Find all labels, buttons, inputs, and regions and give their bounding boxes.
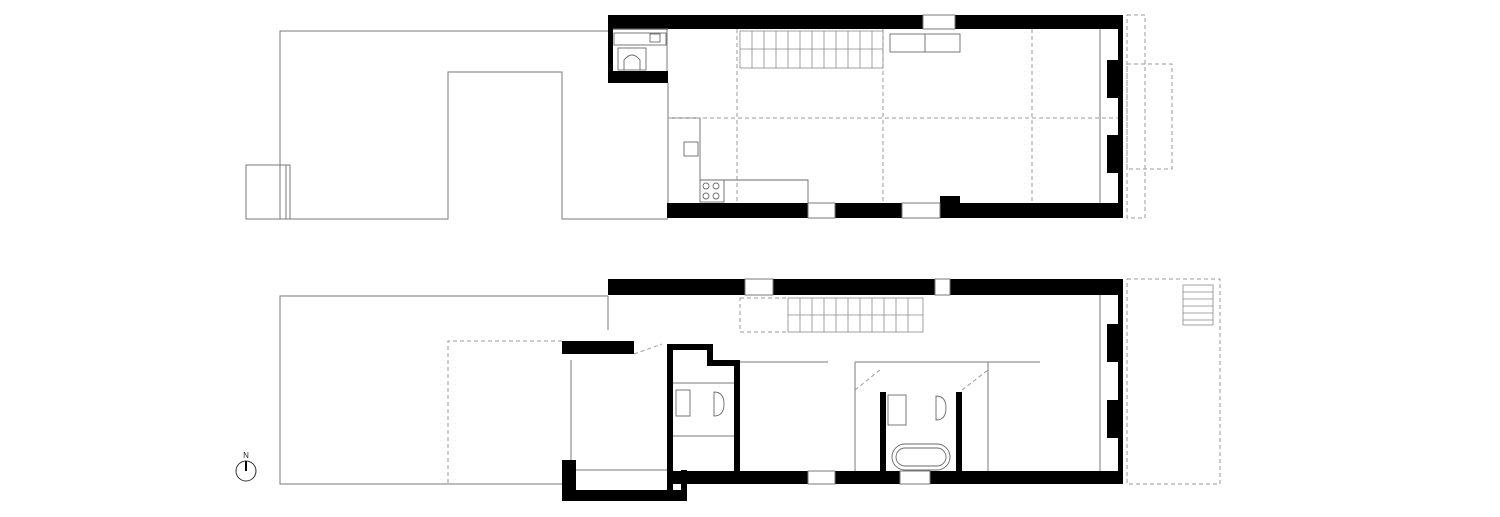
first-floor-walls bbox=[562, 279, 1123, 501]
garden-outline bbox=[245, 30, 668, 220]
north-label: N bbox=[243, 451, 249, 460]
north-arrow: N bbox=[235, 451, 257, 482]
ground-floor-walls bbox=[608, 15, 1123, 218]
ground-stair-treads bbox=[740, 31, 883, 68]
ground-floor-plan bbox=[245, 14, 1173, 220]
first-floor-interior bbox=[570, 278, 1221, 485]
ground-floor-interior bbox=[613, 14, 1173, 219]
first-stair-treads bbox=[788, 298, 923, 332]
first-floor-plan bbox=[279, 278, 1221, 501]
first-floor-outline bbox=[279, 295, 609, 485]
